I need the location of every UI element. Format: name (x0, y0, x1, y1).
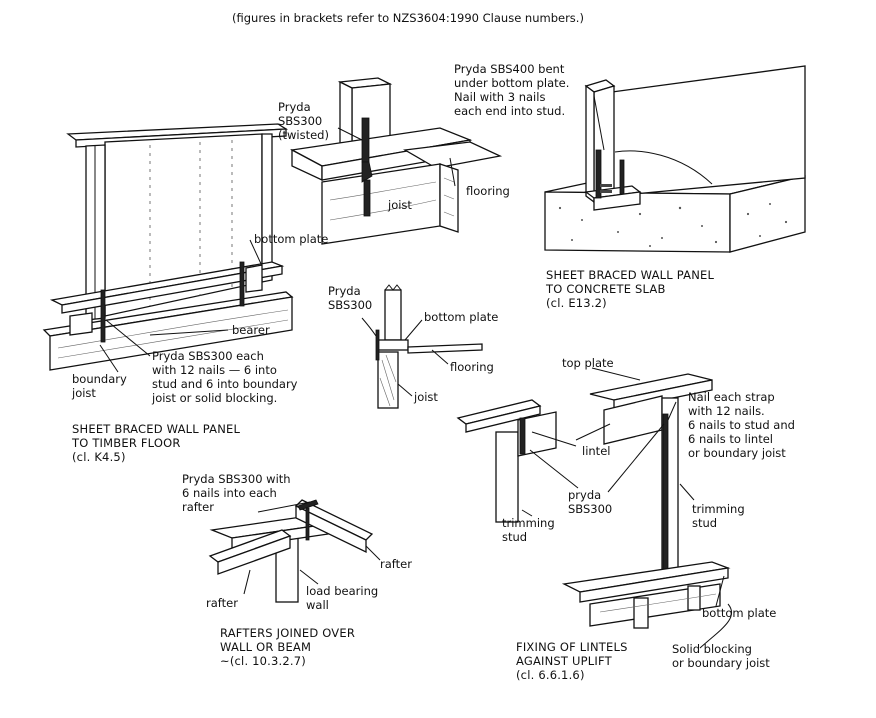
lintels-strap-label: pryda SBS300 (568, 488, 613, 516)
twisted-strap-label: Pryda SBS300 (twisted) (278, 100, 329, 142)
header-note: (figures in brackets refer to NZS3604:19… (232, 11, 584, 25)
twisted-flooring-label: flooring (466, 184, 510, 198)
lintels-top-plate-label: top plate (562, 356, 614, 370)
twisted-joist-label: joist (388, 198, 412, 212)
rafters-strap-note: Pryda SBS300 with 6 nails into each raft… (182, 472, 291, 514)
section-flooring-label: flooring (450, 360, 494, 374)
rafters-left-rafter-label: rafter (206, 596, 238, 610)
lintels-nail-note: Nail each strap with 12 nails. 6 nails t… (688, 390, 795, 460)
concrete-slab-drawing (544, 65, 806, 253)
timber-floor-boundary-joist-label: boundary joist (72, 372, 127, 400)
timber-floor-strap-note: Pryda SBS300 each with 12 nails — 6 into… (152, 349, 298, 405)
lintels-lintel-label: lintel (582, 444, 611, 458)
lintels-caption: FIXING OF LINTELS AGAINST UPLIFT (cl. 6.… (516, 640, 628, 682)
lintels-bottom-plate-label: bottom plate (702, 606, 777, 620)
rafters-right-rafter-label: rafter (380, 557, 412, 571)
rafters-drawing (208, 499, 381, 603)
rafters-caption: RAFTERS JOINED OVER WALL OR BEAM ~(cl. 1… (220, 626, 356, 668)
timber-floor-bearer-label: bearer (232, 323, 270, 337)
section-bottom-plate-label: bottom plate (424, 310, 499, 324)
concrete-slab-caption: SHEET BRACED WALL PANEL TO CONCRETE SLAB… (546, 268, 715, 310)
twisted-strap-drawing (289, 77, 503, 245)
section-joist-label: joist (414, 390, 438, 404)
section-drawing (361, 284, 483, 409)
lintels-drawing (456, 367, 733, 649)
lintels-blocking-label: Solid blocking or boundary joist (672, 642, 770, 670)
section-strap-label: Pryda SBS300 (328, 284, 373, 312)
timber-floor-caption: SHEET BRACED WALL PANEL TO TIMBER FLOOR … (72, 422, 241, 464)
lintels-trimming-stud-left-label: trimming stud (502, 516, 555, 544)
timber-floor-drawing (42, 123, 294, 373)
rafters-wall-label: load bearing wall (306, 584, 379, 612)
concrete-slab-strap-note: Pryda SBS400 bent under bottom plate. Na… (454, 62, 570, 118)
timber-floor-bottom-plate-label: bottom plate (254, 232, 329, 246)
lintels-trimming-stud-right-label: trimming stud (692, 502, 745, 530)
